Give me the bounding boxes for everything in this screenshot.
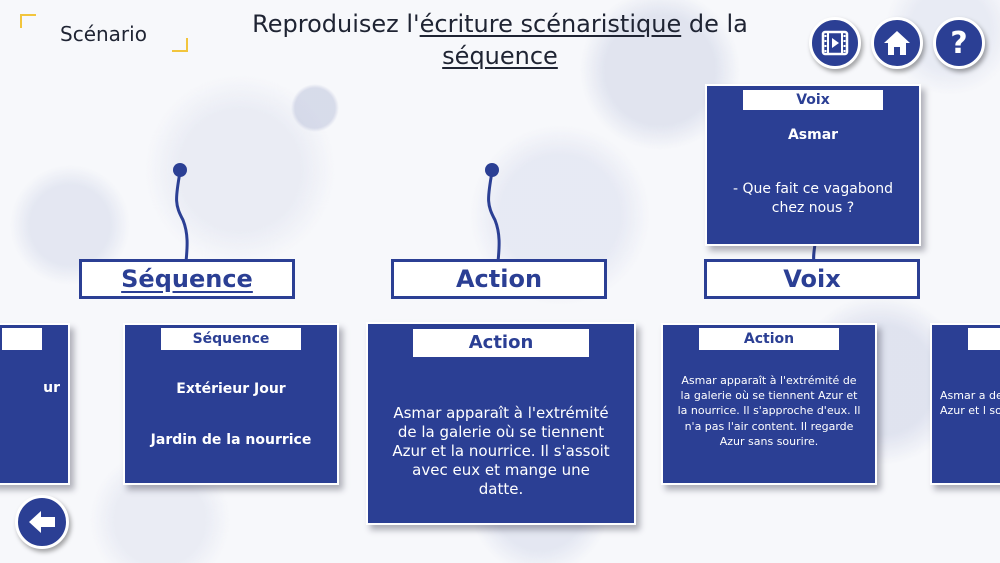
film-play-icon — [821, 30, 849, 56]
sequence-location-time: Extérieur Jour — [176, 381, 286, 397]
card-text: Asmar apparaît à l'extrémité de la galer… — [677, 374, 861, 448]
scenario-tag: Scénario — [20, 14, 188, 52]
card-text: Asmar apparaît à l'extrémité de la galer… — [392, 404, 610, 498]
category-action: Action — [391, 259, 607, 299]
corner-bracket — [172, 38, 188, 52]
corner-bracket — [20, 14, 36, 28]
sequence-card[interactable]: Séquence Extérieur Jour Jardin de la nou… — [123, 323, 339, 485]
category-label: Voix — [783, 265, 841, 293]
card-tag — [2, 328, 42, 350]
title-part: Reproduisez l' — [252, 10, 420, 38]
arrow-left-icon — [29, 511, 55, 533]
card-tag — [968, 328, 1000, 350]
title-part: de la — [681, 10, 748, 38]
video-button[interactable] — [809, 17, 861, 69]
home-button[interactable] — [871, 17, 923, 69]
home-icon — [884, 31, 910, 55]
dialogue-line: - Que fait ce vagabond chez nous ? — [732, 181, 894, 216]
question-mark-icon: ? — [950, 25, 968, 61]
pin-connector — [173, 163, 189, 262]
category-voice: Voix — [704, 259, 920, 299]
title-underlined: séquence — [442, 42, 558, 70]
category-label: Action — [455, 265, 543, 293]
card-tag: Action — [699, 328, 839, 350]
title-underlined: écriture scénaristique — [419, 10, 682, 38]
card-tag: Voix — [743, 90, 883, 110]
card-tag: Séquence — [161, 328, 301, 350]
scenario-label: Scénario — [60, 22, 147, 46]
voice-card[interactable]: Voix Asmar - Que fait ce vagabond chez n… — [705, 84, 921, 246]
back-button[interactable] — [15, 495, 69, 549]
card-text: Asmar a de la ga Azur et l son sab — [940, 389, 1000, 417]
card-text: ur — [43, 380, 60, 396]
page-title: Reproduisez l'écriture scénaristique de … — [230, 8, 770, 72]
action-card-small[interactable]: Action Asmar apparaît à l'extrémité de l… — [661, 323, 877, 485]
card-partial-left[interactable]: ur — [0, 323, 70, 485]
help-button[interactable]: ? — [933, 17, 985, 69]
action-card-main[interactable]: Action Asmar apparaît à l'extrémité de l… — [366, 322, 636, 525]
speaker-name: Asmar — [787, 127, 839, 143]
category-sequence: Séquence — [79, 259, 295, 299]
pin-connector — [485, 163, 501, 262]
category-label: Séquence — [121, 265, 253, 293]
card-partial-right[interactable]: Asmar a de la ga Azur et l son sab — [930, 323, 1000, 485]
card-tag: Action — [413, 329, 589, 357]
sequence-place: Jardin de la nourrice — [150, 432, 312, 448]
